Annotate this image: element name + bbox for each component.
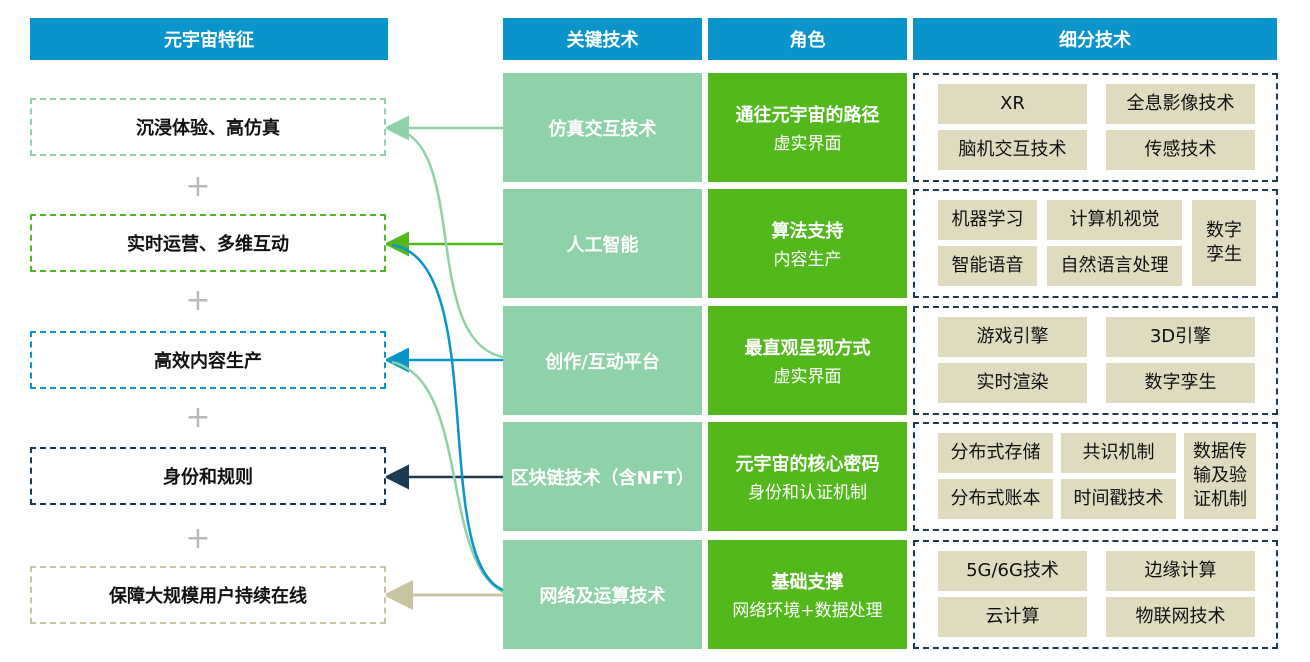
header-sub-tech: 细分技术 <box>913 18 1277 60</box>
subtech-cell: 数字孪生 <box>1106 363 1255 403</box>
subtech-group-4 <box>913 422 1278 531</box>
subtech-cell: 传感技术 <box>1106 130 1255 170</box>
role-box-1: 通往元宇宙的路径 虚实界面 <box>708 73 907 182</box>
role-subtitle: 虚实界面 <box>773 134 842 154</box>
role-title: 通往元宇宙的路径 <box>735 105 880 126</box>
plus-sign: + <box>185 400 211 435</box>
subtech-cell: 脑机交互技术 <box>938 130 1087 170</box>
feature-box-4: 身份和规则 <box>30 447 386 505</box>
subtech-cell: 时间戳技术 <box>1061 479 1176 519</box>
role-subtitle: 网络环境+数据处理 <box>732 601 883 621</box>
role-title: 元宇宙的核心密码 <box>735 454 880 475</box>
feature-label: 沉浸体验、高仿真 <box>136 118 280 139</box>
plus-sign: + <box>185 521 211 556</box>
role-box-5: 基础支撑 网络环境+数据处理 <box>708 540 907 649</box>
subtech-cell: 自然语言处理 <box>1047 246 1182 286</box>
subtech-group-5 <box>913 540 1278 649</box>
subtech-cell: 边缘计算 <box>1106 551 1255 591</box>
role-box-2: 算法支持 内容生产 <box>708 189 907 298</box>
subtech-cell: 5G/6G技术 <box>938 551 1087 591</box>
tech-box-network: 网络及运算技术 <box>503 540 702 649</box>
role-subtitle: 身份和认证机制 <box>748 483 867 503</box>
tech-box-simulation: 仿真交互技术 <box>503 73 702 182</box>
subtech-cell: 数字孪生 <box>1192 200 1256 286</box>
curve-network-to-realtime <box>391 243 504 592</box>
subtech-cell: 共识机制 <box>1061 433 1176 473</box>
subtech-cell: 智能语音 <box>938 246 1037 286</box>
feature-label: 身份和规则 <box>163 467 253 488</box>
plus-sign: + <box>185 283 211 318</box>
role-title: 算法支持 <box>771 221 844 242</box>
feature-box-3: 高效内容生产 <box>30 331 386 389</box>
subtech-cell: 计算机视觉 <box>1047 200 1182 240</box>
subtech-cell: 云计算 <box>938 597 1087 637</box>
role-box-3: 最直观呈现方式 虚实界面 <box>708 306 907 415</box>
tech-box-platform: 创作/互动平台 <box>503 306 702 415</box>
curve-network-to-platform <box>391 360 504 594</box>
header-key-tech: 关键技术 <box>503 18 702 60</box>
role-subtitle: 内容生产 <box>773 250 842 270</box>
subtech-cell: 3D引擎 <box>1106 317 1255 357</box>
feature-box-5: 保障大规模用户持续在线 <box>30 566 386 624</box>
subtech-cell: 全息影像技术 <box>1106 84 1255 124</box>
subtech-group-1 <box>913 73 1278 182</box>
subtech-cell: 实时渲染 <box>938 363 1087 403</box>
subtech-cell: 分布式存储 <box>938 433 1053 473</box>
role-title: 最直观呈现方式 <box>744 338 871 359</box>
tech-box-ai: 人工智能 <box>503 189 702 298</box>
role-box-4: 元宇宙的核心密码 身份和认证机制 <box>708 422 907 531</box>
tech-box-blockchain: 区块链技术（含NFT） <box>503 422 702 531</box>
header-role: 角色 <box>708 18 907 60</box>
feature-label: 高效内容生产 <box>154 351 262 372</box>
feature-label: 实时运营、多维互动 <box>127 234 289 255</box>
subtech-cell: 分布式账本 <box>938 479 1053 519</box>
subtech-cell: XR <box>938 84 1087 124</box>
feature-box-2: 实时运营、多维互动 <box>30 214 386 272</box>
role-subtitle: 虚实界面 <box>773 367 842 387</box>
subtech-group-3 <box>913 306 1278 415</box>
role-title: 基础支撑 <box>771 572 844 593</box>
header-features: 元宇宙特征 <box>30 18 388 60</box>
plus-sign: + <box>185 169 211 204</box>
feature-box-1: 沉浸体验、高仿真 <box>30 98 386 156</box>
subtech-cell: 游戏引擎 <box>938 317 1087 357</box>
curve-platform-to-immersion <box>391 126 504 359</box>
subtech-group-2 <box>913 189 1278 298</box>
subtech-cell: 数据传输及验证机制 <box>1184 433 1256 519</box>
subtech-cell: 物联网技术 <box>1106 597 1255 637</box>
subtech-cell: 机器学习 <box>938 200 1037 240</box>
feature-label: 保障大规模用户持续在线 <box>109 586 307 607</box>
